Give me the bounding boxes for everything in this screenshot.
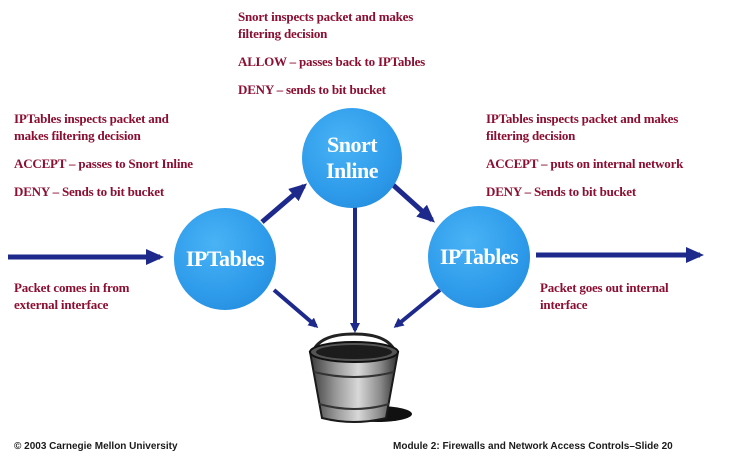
snort-deny-text: DENY – sends to bit bucket: [238, 82, 386, 97]
right-iptables-deny-text: DENY – Sends to bit bucket: [486, 184, 636, 199]
snort-desc-line1: Snort inspects packet and makes: [238, 9, 414, 24]
arrow-left-to-bucket: [272, 288, 319, 328]
snort-inline-node: Snort Inline: [302, 108, 402, 208]
packet-out-line1: Packet goes out internal: [540, 280, 669, 295]
arrow-right-to-bucket: [393, 288, 442, 328]
right-iptables-accept-text: ACCEPT – puts on internal network: [486, 156, 684, 171]
snort-allow-text: ALLOW – passes back to IPTables: [238, 54, 426, 69]
right-iptables-desc-line1: IPTables inspects packet and makes: [486, 111, 679, 126]
snort-label-line2: Inline: [325, 158, 379, 183]
iptables-left-label: IPTables: [185, 246, 265, 271]
left-iptables-desc-line2: makes filtering decision: [14, 128, 141, 143]
iptables-left-node: IPTables: [174, 208, 276, 310]
footer-copyright: © 2003 Carnegie Mellon University: [14, 441, 178, 452]
right-iptables-desc-line2: filtering decision: [486, 128, 576, 143]
footer-slide-info: Module 2: Firewalls and Network Access C…: [393, 441, 673, 452]
iptables-right-label: IPTables: [439, 244, 519, 269]
snort-label-line1: Snort: [326, 132, 378, 157]
iptables-right-node: IPTables: [428, 206, 530, 308]
packet-in-line2: external interface: [14, 297, 109, 312]
left-iptables-accept-text: ACCEPT – passes to Snort Inline: [14, 156, 193, 171]
left-iptables-desc-line1: IPTables inspects packet and: [14, 111, 169, 126]
packet-out-line2: interface: [540, 297, 588, 312]
bit-bucket-icon: [308, 332, 412, 423]
left-iptables-deny-text: DENY – Sends to bit bucket: [14, 184, 164, 199]
packet-in-line1: Packet comes in from: [14, 280, 130, 295]
arrow-snort-to-iptables: [390, 182, 435, 223]
arrow-iptables-to-snort: [260, 183, 308, 224]
snort-desc-line2: filtering decision: [238, 26, 328, 41]
